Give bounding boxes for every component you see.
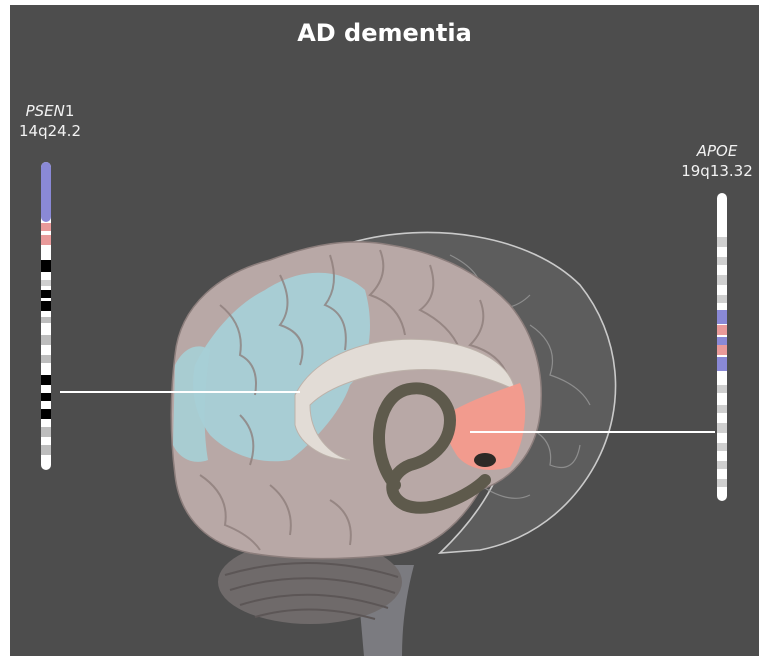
apoe-chromosome-ideogram xyxy=(717,193,727,501)
brain-illustration xyxy=(10,5,759,656)
amygdala xyxy=(474,453,496,467)
psen1-chromosome-ideogram xyxy=(41,162,51,470)
figure-panel: AD dementia PSEN1 14q24.2 APOE 19q13.32 xyxy=(10,5,759,656)
frontal-pole-highlight xyxy=(173,346,210,462)
